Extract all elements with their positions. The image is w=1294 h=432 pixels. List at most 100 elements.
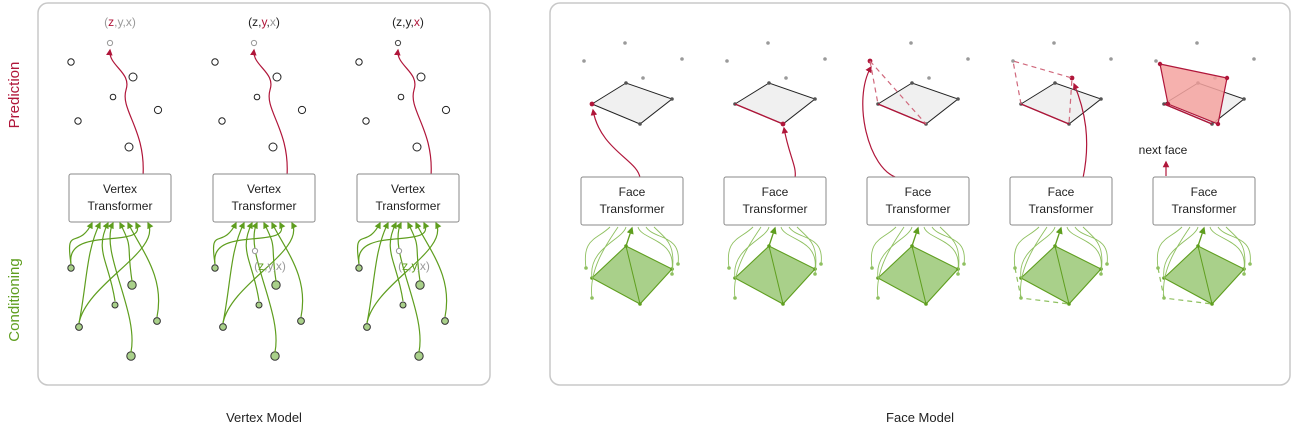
conditioning-arrow xyxy=(251,221,277,353)
face-vertex xyxy=(910,81,914,85)
conditioning-arrow xyxy=(119,221,133,282)
candidate-vertex xyxy=(1011,59,1015,63)
conditioning-arrow xyxy=(415,221,448,318)
selected-vertex xyxy=(1069,75,1075,81)
conditioning-fan xyxy=(877,226,905,299)
face-transformer-box-line1: Face xyxy=(905,185,932,199)
vertex-point xyxy=(362,117,370,125)
vertex-input-coord: (z,y,x) xyxy=(254,259,286,273)
predicted-vertex-point xyxy=(106,39,114,47)
vertex-input-coord-part: z xyxy=(402,259,408,273)
vertex-input-coord-part: ( xyxy=(398,259,402,273)
vertex-transformer-box-line1: Vertex xyxy=(391,182,425,196)
conditioning-point xyxy=(414,351,424,361)
conditioning-fan xyxy=(1156,226,1183,269)
face-transformer-box-line1: Face xyxy=(1191,185,1218,199)
selected-vertex xyxy=(780,121,786,127)
conditioning-main-arrow xyxy=(1197,226,1206,247)
conditioning-fan xyxy=(1225,226,1246,275)
vertex-point xyxy=(153,105,163,115)
vertex-point xyxy=(211,58,219,66)
conditioning-arrow xyxy=(366,221,442,324)
conditioning-main-arrow xyxy=(625,226,634,247)
conditioning-fan xyxy=(780,226,816,270)
predicted-edge-dashed xyxy=(1012,60,1073,125)
candidate-vertex xyxy=(641,76,645,80)
vertex-input-coord-part: , xyxy=(417,259,420,273)
vertex-point xyxy=(412,142,422,152)
vertex-point xyxy=(124,142,134,152)
predicted-vertex-point xyxy=(394,39,402,47)
conditioning-point xyxy=(415,280,425,290)
conditioning-edge xyxy=(768,245,784,305)
predicted-face-base xyxy=(876,82,960,125)
face-transformer-box-rect xyxy=(723,176,827,226)
conditioning-arrow xyxy=(78,221,101,324)
conditioning-fan xyxy=(796,226,817,275)
conditioning-arrow xyxy=(214,221,286,265)
candidate-vertex xyxy=(823,57,827,61)
vertex-output-coord-part: x xyxy=(126,15,132,29)
predicted-face-base xyxy=(590,82,674,125)
conditioning-point xyxy=(271,280,281,290)
vertex-transformer-box-line1: Vertex xyxy=(103,182,137,196)
vertex-output-coord: (z,y,x) xyxy=(392,15,424,29)
conditioning-arrow xyxy=(107,221,133,353)
vertex-input-coord: (z,y,x) xyxy=(398,259,430,273)
conditioning-face xyxy=(1020,245,1102,305)
selected-vertex xyxy=(589,101,595,107)
vertex-input-coord-part: x xyxy=(420,259,426,273)
conditioning-edge-dashed xyxy=(1157,267,1213,305)
face-transformer-box-line2: Transformer xyxy=(743,202,808,216)
prediction-arrow xyxy=(250,48,288,177)
vertex-output-coord-part: ) xyxy=(132,15,136,29)
face-transformer-box-line2: Transformer xyxy=(1172,202,1237,216)
conditioning-fan xyxy=(877,226,913,279)
vertex-point xyxy=(253,93,261,101)
conditioning-edge-dashed xyxy=(1014,267,1070,305)
conditioning-edge xyxy=(625,245,641,305)
conditioning-fan xyxy=(939,226,960,275)
conditioning-fan xyxy=(1163,226,1199,279)
conditioning-face xyxy=(1163,245,1245,305)
conditioning-arrow xyxy=(101,221,116,302)
conditioning-point xyxy=(399,301,407,309)
vertex-input-coord-part: y xyxy=(267,259,273,273)
vertex-output-coord-part: , xyxy=(267,15,270,29)
face-vertex xyxy=(813,97,817,101)
predicted-edge xyxy=(877,103,927,125)
vertex-output-coord-part: y xyxy=(117,15,123,29)
vertex-output-coord-part: ) xyxy=(420,15,424,29)
conditioning-face xyxy=(734,245,816,305)
vertex-point xyxy=(297,105,307,115)
conditioning-fan xyxy=(645,226,679,265)
vertex-output-coord-part: y xyxy=(261,15,267,29)
input-vertex-point xyxy=(251,247,259,255)
candidate-vertex xyxy=(966,57,970,61)
vertex-model-caption: Vertex Model xyxy=(226,410,302,425)
vertex-input-coord-part: , xyxy=(273,259,276,273)
candidate-vertex xyxy=(1052,41,1056,45)
candidate-vertex xyxy=(766,41,770,45)
conditioning-fan xyxy=(1074,226,1108,265)
vertex-output-coord-part: ) xyxy=(276,15,280,29)
conditioning-edge xyxy=(1054,245,1070,305)
face-vertex xyxy=(1242,97,1246,101)
face-transformer-box-line1: Face xyxy=(619,185,646,199)
prediction-label: Prediction xyxy=(6,62,23,129)
conditioning-point xyxy=(211,264,219,272)
vertex-transformer-box-line2: Transformer xyxy=(232,199,297,213)
face-prediction-arrow xyxy=(862,65,899,179)
conditioning-main-arrow xyxy=(911,226,920,247)
vertex-transformer-box-line2: Transformer xyxy=(88,199,153,213)
face-vertex xyxy=(956,97,960,101)
face-vertex xyxy=(767,81,771,85)
face-transformer-box-line1: Face xyxy=(1048,185,1075,199)
face-transformer-box-rect xyxy=(1009,176,1113,226)
vertex-input-coord-part: , xyxy=(408,259,411,273)
